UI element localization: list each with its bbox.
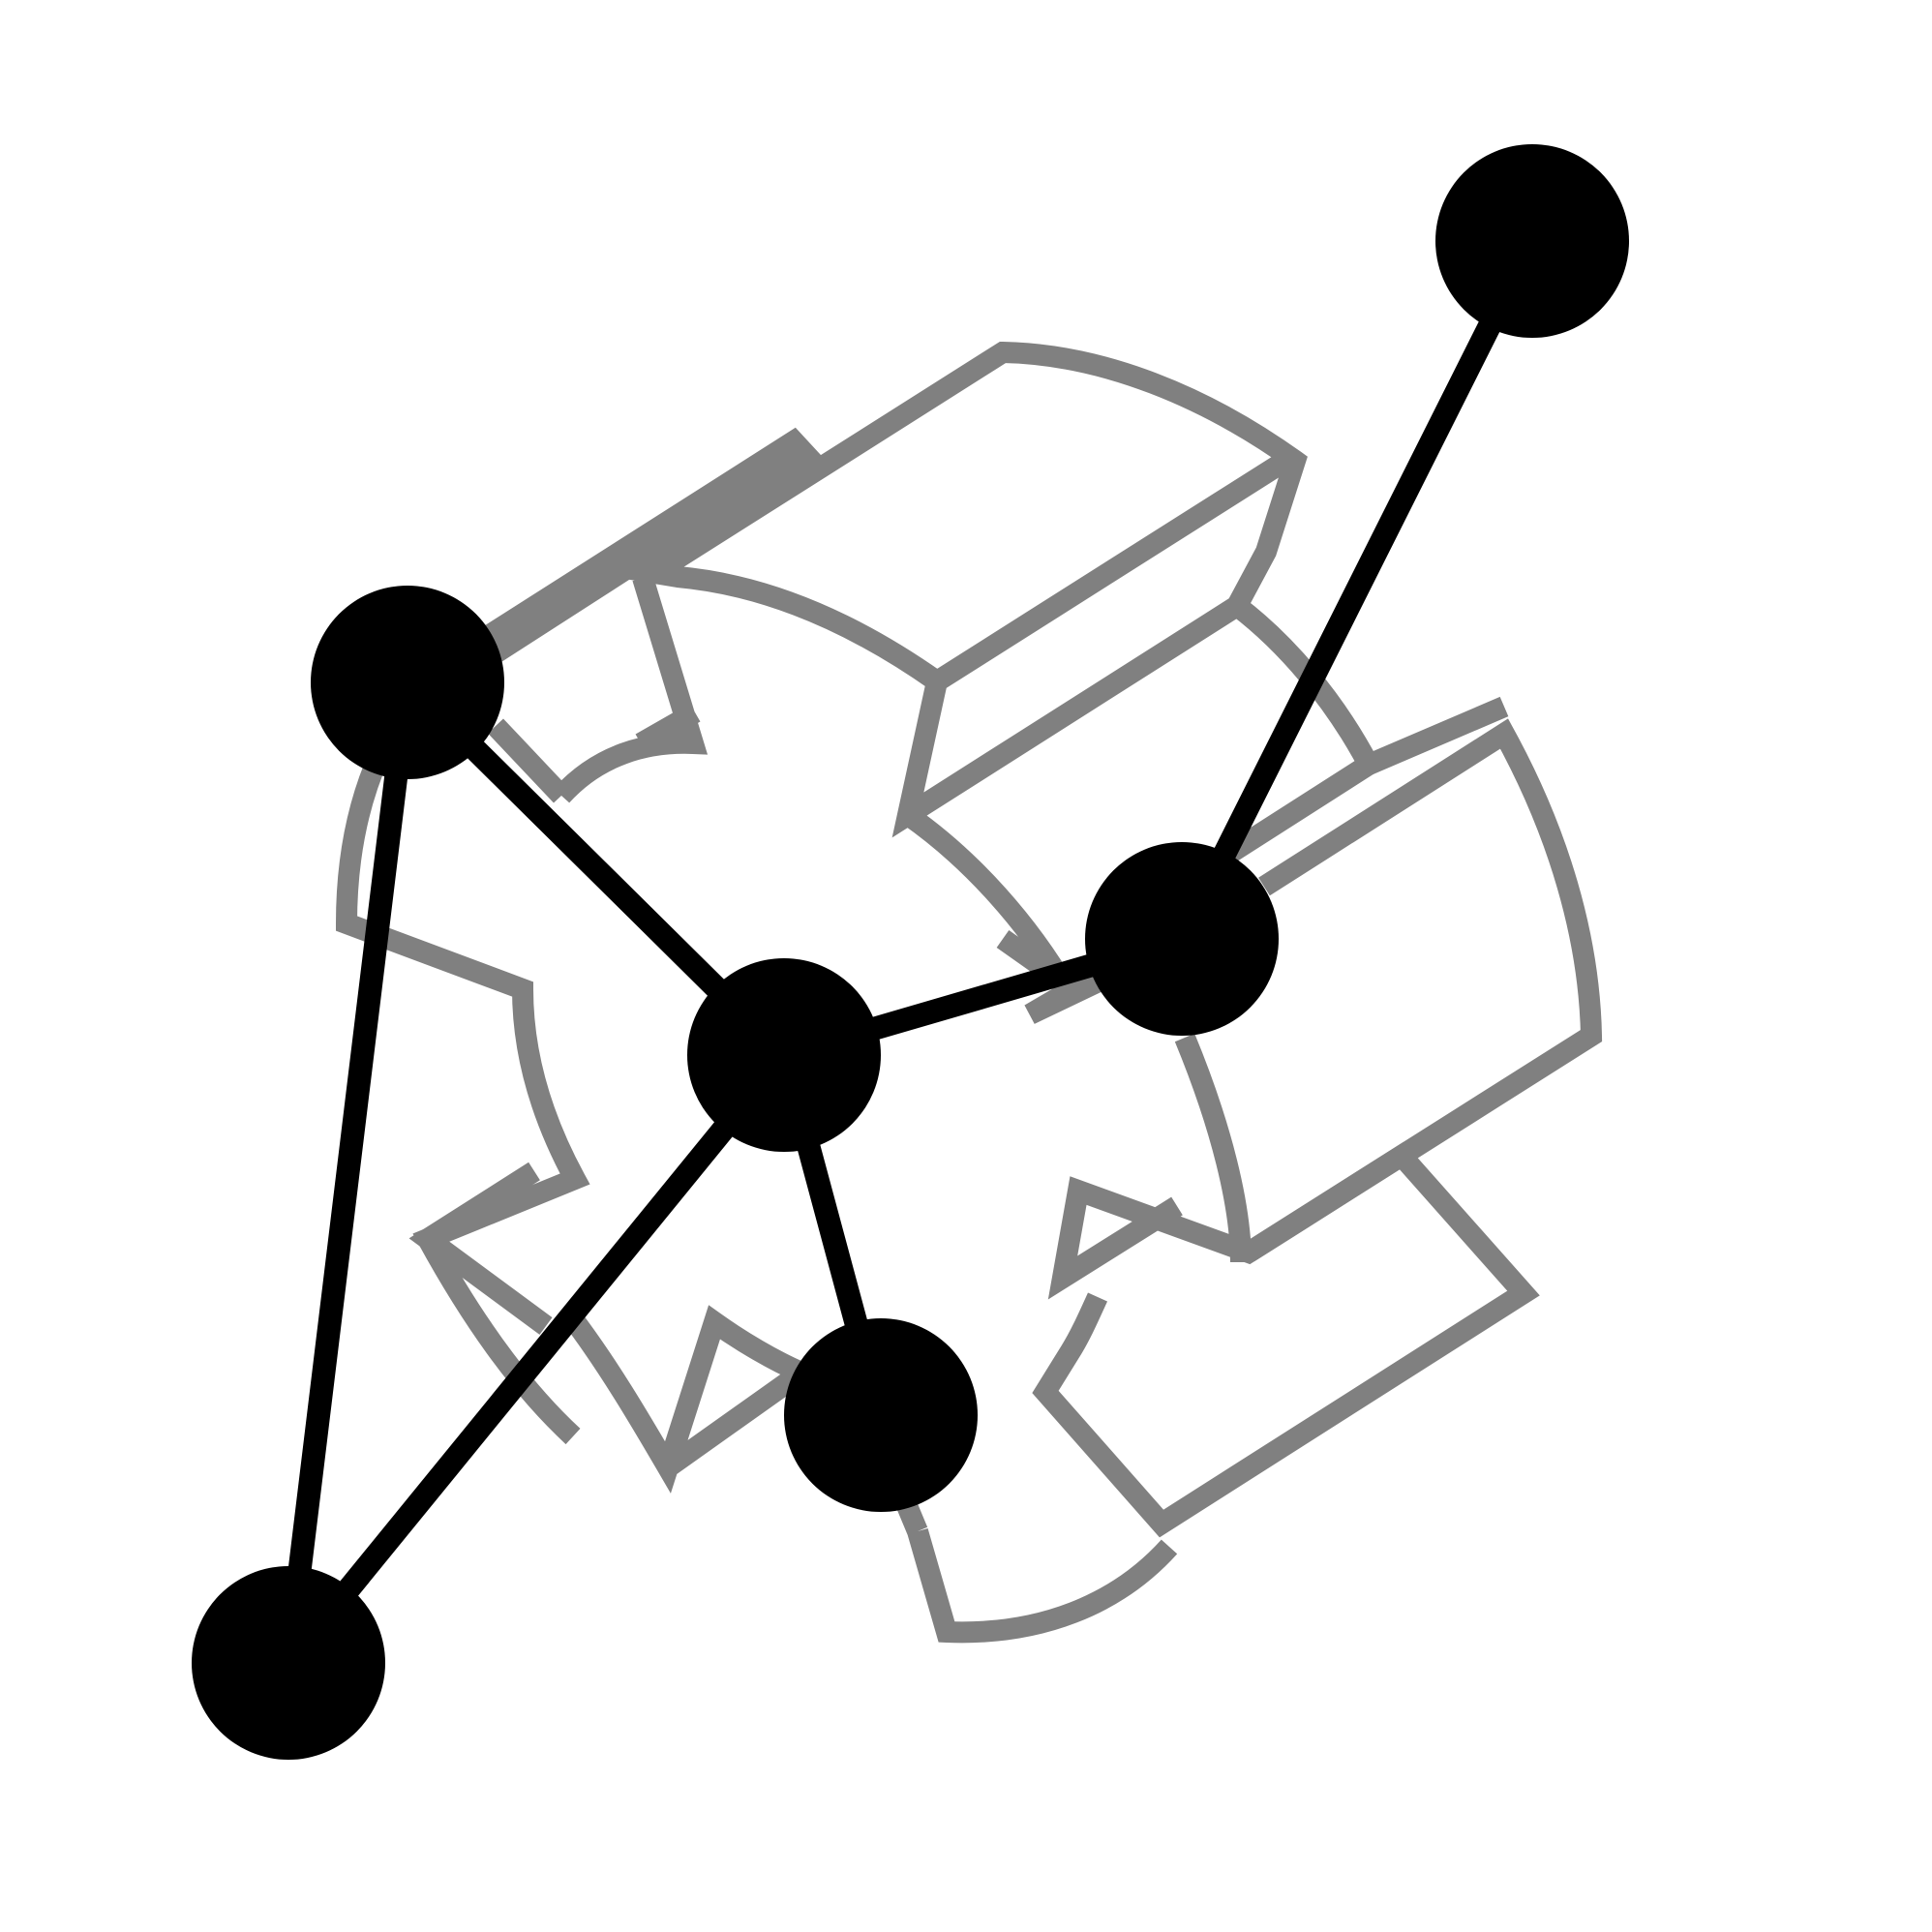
edge-n4-n6 — [1170, 229, 1544, 951]
graph-nodes — [192, 144, 1629, 1760]
outline-left-lower — [335, 750, 590, 1445]
graph-node-bottom-left — [192, 1566, 385, 1760]
outline-bottom-left — [408, 1162, 824, 1494]
outline-top-lid-crease — [931, 451, 1291, 691]
graph-node-right — [1085, 842, 1279, 1036]
graph-node-upper-left — [311, 586, 504, 779]
outline-right-panel — [1047, 696, 1603, 1300]
graph-node-center — [687, 958, 881, 1152]
edge-n2-n3 — [277, 1043, 796, 1675]
outline-upper-left-bar — [401, 427, 822, 720]
outline-left-wedge — [488, 574, 709, 803]
graph-node-bottom-center — [784, 1318, 978, 1512]
outline-top-lid — [624, 341, 1308, 838]
outline-right-lower-block — [1032, 1141, 1540, 1538]
graph-node-top-right — [1435, 144, 1629, 338]
edge-n1-n2 — [277, 671, 419, 1675]
